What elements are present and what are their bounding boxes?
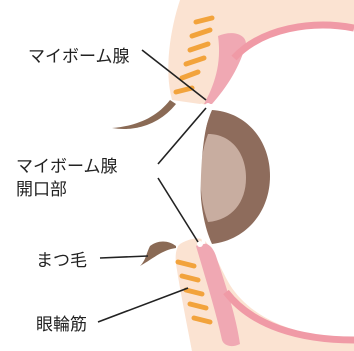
- leader-orifice-upper: [158, 108, 206, 164]
- lower-eyelash: [140, 242, 176, 267]
- leader-orbicularis: [98, 288, 188, 322]
- label-meibomian-gland: マイボーム腺: [28, 47, 130, 67]
- label-orifice-line1: マイボーム腺: [16, 157, 118, 177]
- label-eyelash: まつ毛: [36, 251, 87, 271]
- leader-orifice-lower: [158, 178, 198, 242]
- label-orbicularis: 眼輪筋: [36, 315, 87, 335]
- leader-eyelash: [100, 256, 148, 258]
- label-orifice-line2: 開口部: [16, 180, 67, 200]
- upper-eyelash: [112, 100, 176, 129]
